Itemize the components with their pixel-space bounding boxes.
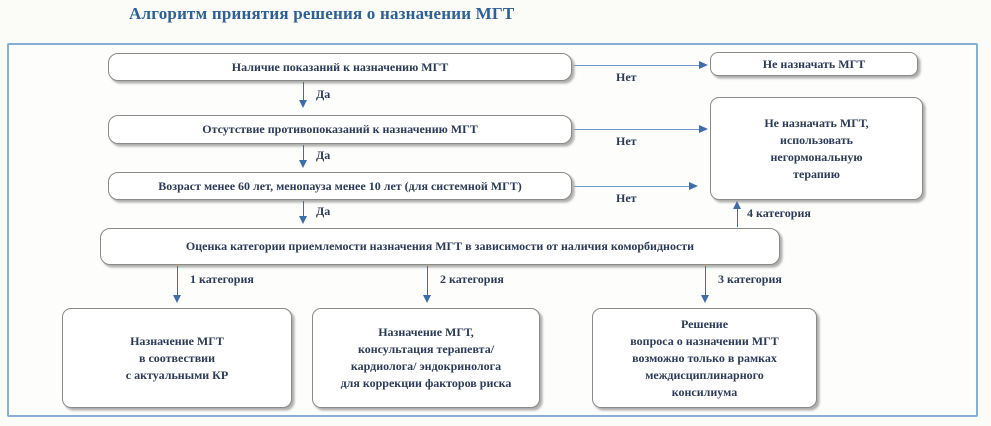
step-box-no-contraindications-label: Отсутствие противопоказаний к назначению… (202, 122, 478, 136)
label-yes-2: Да (316, 148, 331, 162)
outcome-nonhormonal-line: терапию (793, 166, 840, 181)
label-category1: 1 категория (190, 272, 254, 286)
outcome-cat3-line: вопроса о назначении МГТ (630, 333, 779, 348)
label-category4: 4 категория (747, 206, 811, 220)
label-yes-1: Да (316, 87, 331, 101)
step-box-category-assessment-label: Оценка категории приемлемости назначения… (185, 239, 695, 253)
step-box-age-menopause-label: Возраст менее 60 лет, менопауза менее 10… (158, 178, 522, 193)
outcome-cat2-line: кардиолога/ эндокринолога (350, 359, 502, 373)
outcome-cat3-line: консилиума (671, 384, 738, 399)
arrow-right-no-3 (574, 182, 698, 190)
outcome-box-no-mht: Не назначать МГТ (710, 52, 918, 76)
outcome-cat1-line: Назначение МГТ (130, 333, 224, 348)
arrow-down-yes-2 (299, 145, 307, 168)
step-box-no-contraindications: Отсутствие противопоказаний к назначению… (108, 115, 572, 144)
label-no-3: Нет (616, 191, 637, 205)
outcome-box-category1: Назначение МГТ в соотвествии с актуальны… (62, 308, 292, 408)
label-category2: 2 категория (440, 272, 504, 286)
outcome-nonhormonal-line: использовать (780, 132, 853, 147)
step-box-age-menopause: Возраст менее 60 лет, менопауза менее 10… (108, 172, 572, 200)
arrow-down-category1 (173, 266, 181, 303)
arrow-down-category2 (423, 266, 431, 303)
page-title: Алгоритм принятия решения о назначении М… (129, 4, 515, 23)
arrow-right-no-1 (574, 61, 708, 69)
step-box-indications-label: Наличие показаний к назначению МГТ (231, 59, 449, 74)
outcome-cat1-line: в соотвествии (138, 350, 216, 365)
arrow-down-yes-1 (299, 82, 307, 108)
outcome-cat3-line: возможно только в рамках (632, 350, 777, 365)
step-box-indications: Наличие показаний к назначению МГТ (108, 53, 572, 81)
outcome-box-nonhormonal-therapy: Не назначать МГТ, использовать негормона… (710, 97, 923, 200)
step-box-category-assessment: Оценка категории приемлемости назначения… (100, 228, 780, 265)
outcome-box-category3: Решение вопроса о назначении МГТ возможн… (592, 308, 817, 408)
outcome-box-category2: Назначение МГТ, консультация терапевта/ … (312, 308, 540, 408)
arrow-down-category3 (701, 266, 709, 303)
outcome-cat3-line: Решение (680, 316, 729, 331)
arrow-up-category4 (733, 201, 741, 227)
outcome-cat1-line: с актуальными КР (125, 367, 229, 382)
label-category3: 3 категория (718, 272, 782, 286)
label-no-1: Нет (616, 70, 637, 84)
label-no-2: Нет (616, 134, 637, 148)
outcome-nonhormonal-line: негормональную (770, 149, 863, 164)
outcome-cat3-line: междисциплинарного (645, 367, 764, 382)
arrow-down-yes-3 (299, 201, 307, 224)
outcome-box-no-mht-label: Не назначать МГТ (762, 56, 866, 71)
outcome-cat2-line: Назначение МГТ, (378, 325, 474, 339)
arrow-right-no-2 (574, 125, 708, 133)
outcome-nonhormonal-line: Не назначать МГТ, (764, 115, 869, 130)
label-yes-3: Да (316, 204, 331, 218)
outcome-cat2-line: для коррекции факторов риска (340, 376, 512, 390)
outcome-cat2-line: консультация терапевта/ (357, 342, 495, 356)
